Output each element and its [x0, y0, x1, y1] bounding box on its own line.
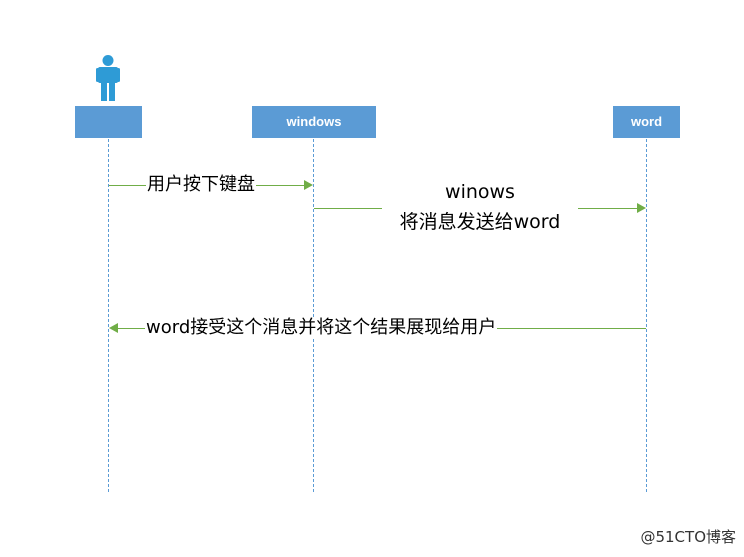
word-lifeline-label: word	[630, 114, 663, 129]
word-lifeline-box: word	[613, 106, 680, 138]
message-3-arrowhead	[109, 323, 118, 333]
message-2-line1: winows	[445, 181, 515, 203]
windows-lifeline-box: windows	[252, 106, 376, 138]
message-1-label: 用户按下键盘	[146, 174, 256, 196]
message-2-arrowhead	[637, 203, 646, 213]
windows-lifeline	[313, 139, 314, 492]
watermark: @51CTO博客	[640, 528, 736, 546]
message-1-arrowhead	[304, 180, 313, 190]
message-3-text: word接受这个消息并将这个结果展现给用户	[146, 317, 497, 338]
message-2-line2: 将消息发送给word	[399, 211, 561, 233]
user-lifeline	[108, 139, 109, 492]
message-1-text: 用户按下键盘	[147, 174, 255, 195]
message-2-label: winows 将消息发送给word	[382, 177, 578, 237]
person-icon	[96, 55, 120, 101]
word-lifeline	[646, 139, 647, 492]
message-3-label: word接受这个消息并将这个结果展现给用户	[145, 317, 498, 339]
windows-lifeline-label: windows	[286, 114, 342, 129]
user-lifeline-box	[75, 106, 142, 138]
